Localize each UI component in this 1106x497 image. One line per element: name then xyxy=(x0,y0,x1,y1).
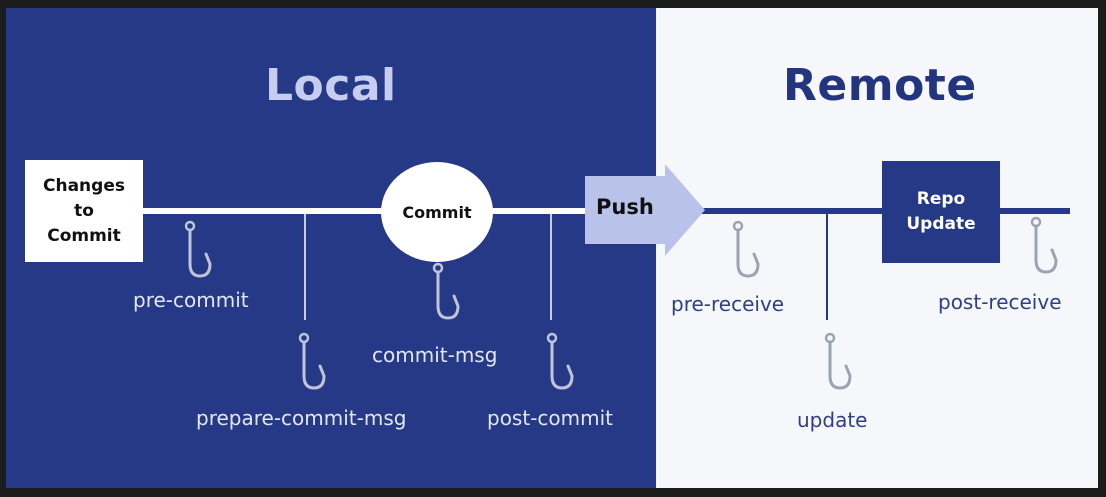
post-commit-hook-icon xyxy=(546,332,574,390)
prepare-commit-msg-hook-icon xyxy=(298,332,326,390)
commit-msg-hook-icon xyxy=(432,262,460,320)
pre-receive-label: pre-receive xyxy=(671,292,785,316)
post-receive-label: post-receive xyxy=(938,290,1062,314)
prepare-commit-msg-connector xyxy=(304,214,306,320)
post-receive-hook-icon xyxy=(1030,216,1058,274)
pre-commit-label: pre-commit xyxy=(133,288,249,312)
local-timeline xyxy=(140,208,590,214)
post-commit-connector xyxy=(550,214,552,320)
remote-title: Remote xyxy=(783,60,977,111)
pre-commit-hook-icon xyxy=(184,220,212,278)
commit-node: Commit xyxy=(381,162,493,262)
push-label: Push xyxy=(596,195,654,219)
update-label: update xyxy=(797,408,868,432)
post-commit-label: post-commit xyxy=(487,406,614,430)
changes-to-commit-box: Changes to Commit xyxy=(25,160,143,262)
prepare-commit-msg-label: prepare-commit-msg xyxy=(196,406,407,430)
update-connector xyxy=(826,214,828,320)
update-hook-icon xyxy=(824,332,852,390)
repo-update-box: Repo Update xyxy=(882,161,1000,263)
commit-msg-label: commit-msg xyxy=(372,343,498,367)
pre-receive-hook-icon xyxy=(732,220,760,278)
local-title: Local xyxy=(265,60,397,111)
remote-panel xyxy=(656,8,1098,488)
push-arrow-icon xyxy=(585,164,705,256)
